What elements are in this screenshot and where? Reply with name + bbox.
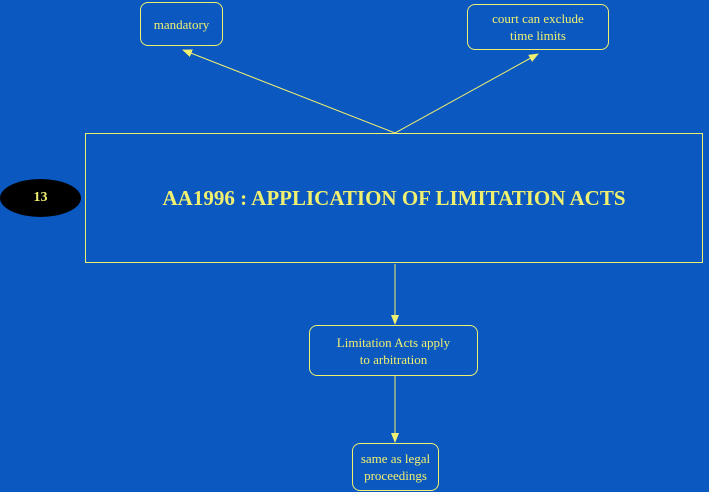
main-title-box: AA1996 : APPLICATION OF LIMITATION ACTS [85, 133, 703, 263]
node-same-as-legal-label: same as legal proceedings [360, 451, 431, 483]
page-title: AA1996 : APPLICATION OF LIMITATION ACTS [162, 185, 626, 210]
node-mandatory: mandatory [140, 2, 223, 46]
slide-number-badge: 13 [0, 179, 81, 217]
node-limitation-acts-apply: Limitation Acts apply to arbitration [309, 325, 478, 376]
node-limitation-acts-apply-label: Limitation Acts apply to arbitration [336, 334, 451, 367]
node-mandatory-label: mandatory [153, 16, 210, 32]
node-same-as-legal: same as legal proceedings [352, 443, 439, 491]
node-court-can-exclude: court can exclude time limits [467, 4, 609, 50]
slide-number: 13 [33, 190, 48, 205]
arrow-to-court-exclude [394, 53, 539, 134]
node-court-can-exclude-label: court can exclude time limits [492, 11, 584, 43]
arrow-to-mandatory [182, 49, 396, 134]
